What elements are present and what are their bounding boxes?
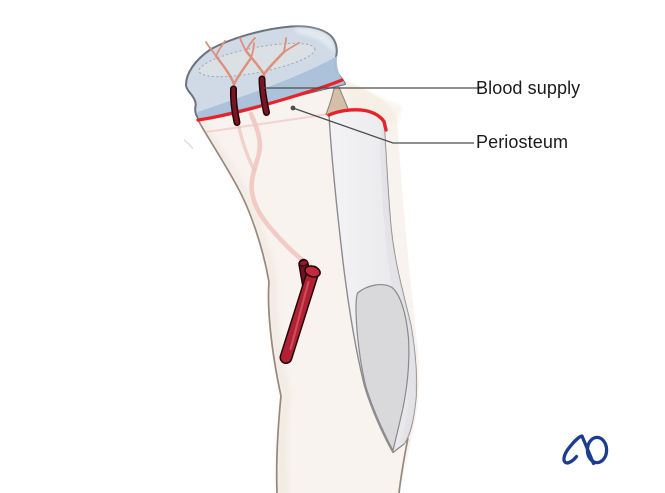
annotation-leaders (264, 87, 482, 144)
bone-bottom-right-edge (398, 437, 409, 493)
flap-torn-red-edge (327, 108, 388, 132)
blood-supply-label: Blood supply (476, 78, 581, 98)
bone-left-shadow (198, 120, 291, 493)
physis-red-line (196, 78, 344, 122)
vessel-highlight (289, 280, 310, 351)
avulsed-vessel (279, 258, 321, 364)
flap-inner-fold (355, 283, 410, 453)
periosteal-flap (327, 108, 418, 454)
metaphyseal-vessel (236, 111, 314, 270)
metaphyseal-vessel-main (248, 111, 314, 270)
vessel-stub-cut-end (298, 259, 309, 267)
periosteum-leader-line (292, 107, 474, 144)
bone-left-edge (197, 119, 282, 493)
bone-surface-scratch (183, 139, 194, 150)
perforating-vessels (229, 75, 270, 126)
vessel-cut-end (304, 265, 321, 278)
metaphyseal-vessel-branch (236, 121, 256, 172)
periosteum-leader-dot (290, 105, 296, 111)
periosteum-label: Periosteum (476, 132, 569, 152)
cap-top-highlight (294, 27, 335, 54)
